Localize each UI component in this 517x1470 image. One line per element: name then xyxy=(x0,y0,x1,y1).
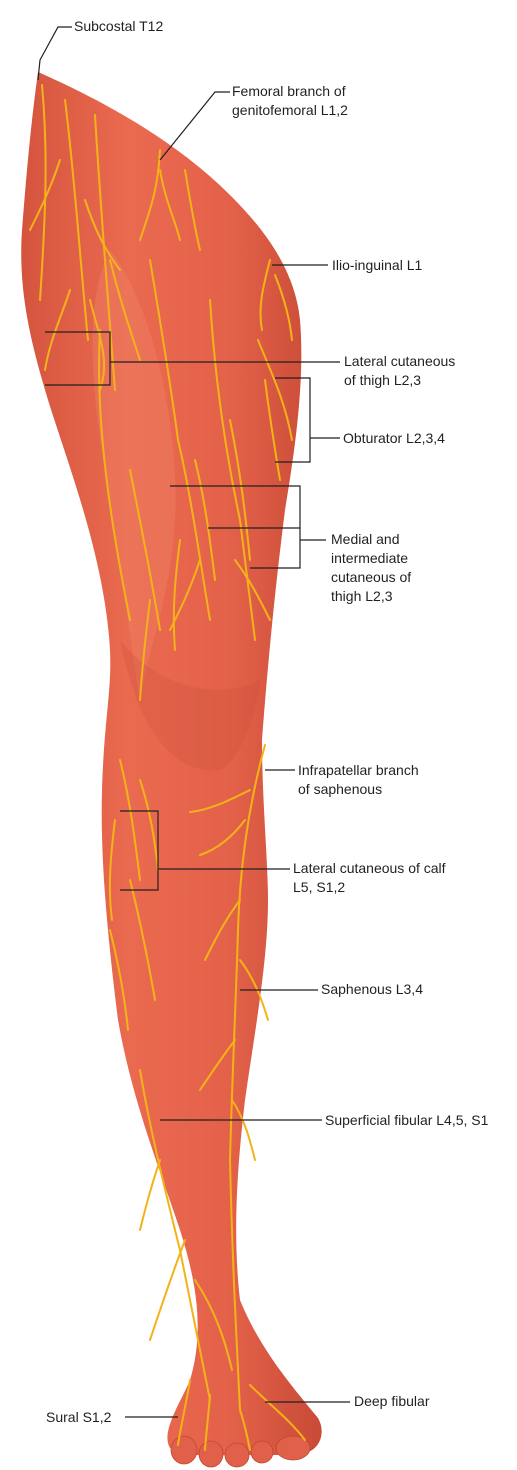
label-saphenous: Saphenous L3,4 xyxy=(321,980,423,999)
label-lateral-cutaneous-thigh: Lateral cutaneous of thigh L2,3 xyxy=(344,352,455,390)
label-deep-fibular: Deep fibular xyxy=(354,1392,430,1411)
label-subcostal: Subcostal T12 xyxy=(74,17,163,36)
label-medial-intermediate: Medial and intermediate cutaneous of thi… xyxy=(331,530,411,606)
label-superficial-fibular: Superficial fibular L4,5, S1 xyxy=(325,1111,488,1130)
label-lateral-cutaneous-calf: Lateral cutaneous of calf L5, S1,2 xyxy=(293,859,446,897)
label-infrapatellar: Infrapatellar branch of saphenous xyxy=(298,761,419,799)
label-femoral-branch: Femoral branch of genitofemoral L1,2 xyxy=(232,82,348,120)
label-ilio-inguinal: Ilio-inguinal L1 xyxy=(332,256,422,275)
label-sural: Sural S1,2 xyxy=(46,1408,111,1427)
label-obturator: Obturator L2,3,4 xyxy=(343,429,445,448)
